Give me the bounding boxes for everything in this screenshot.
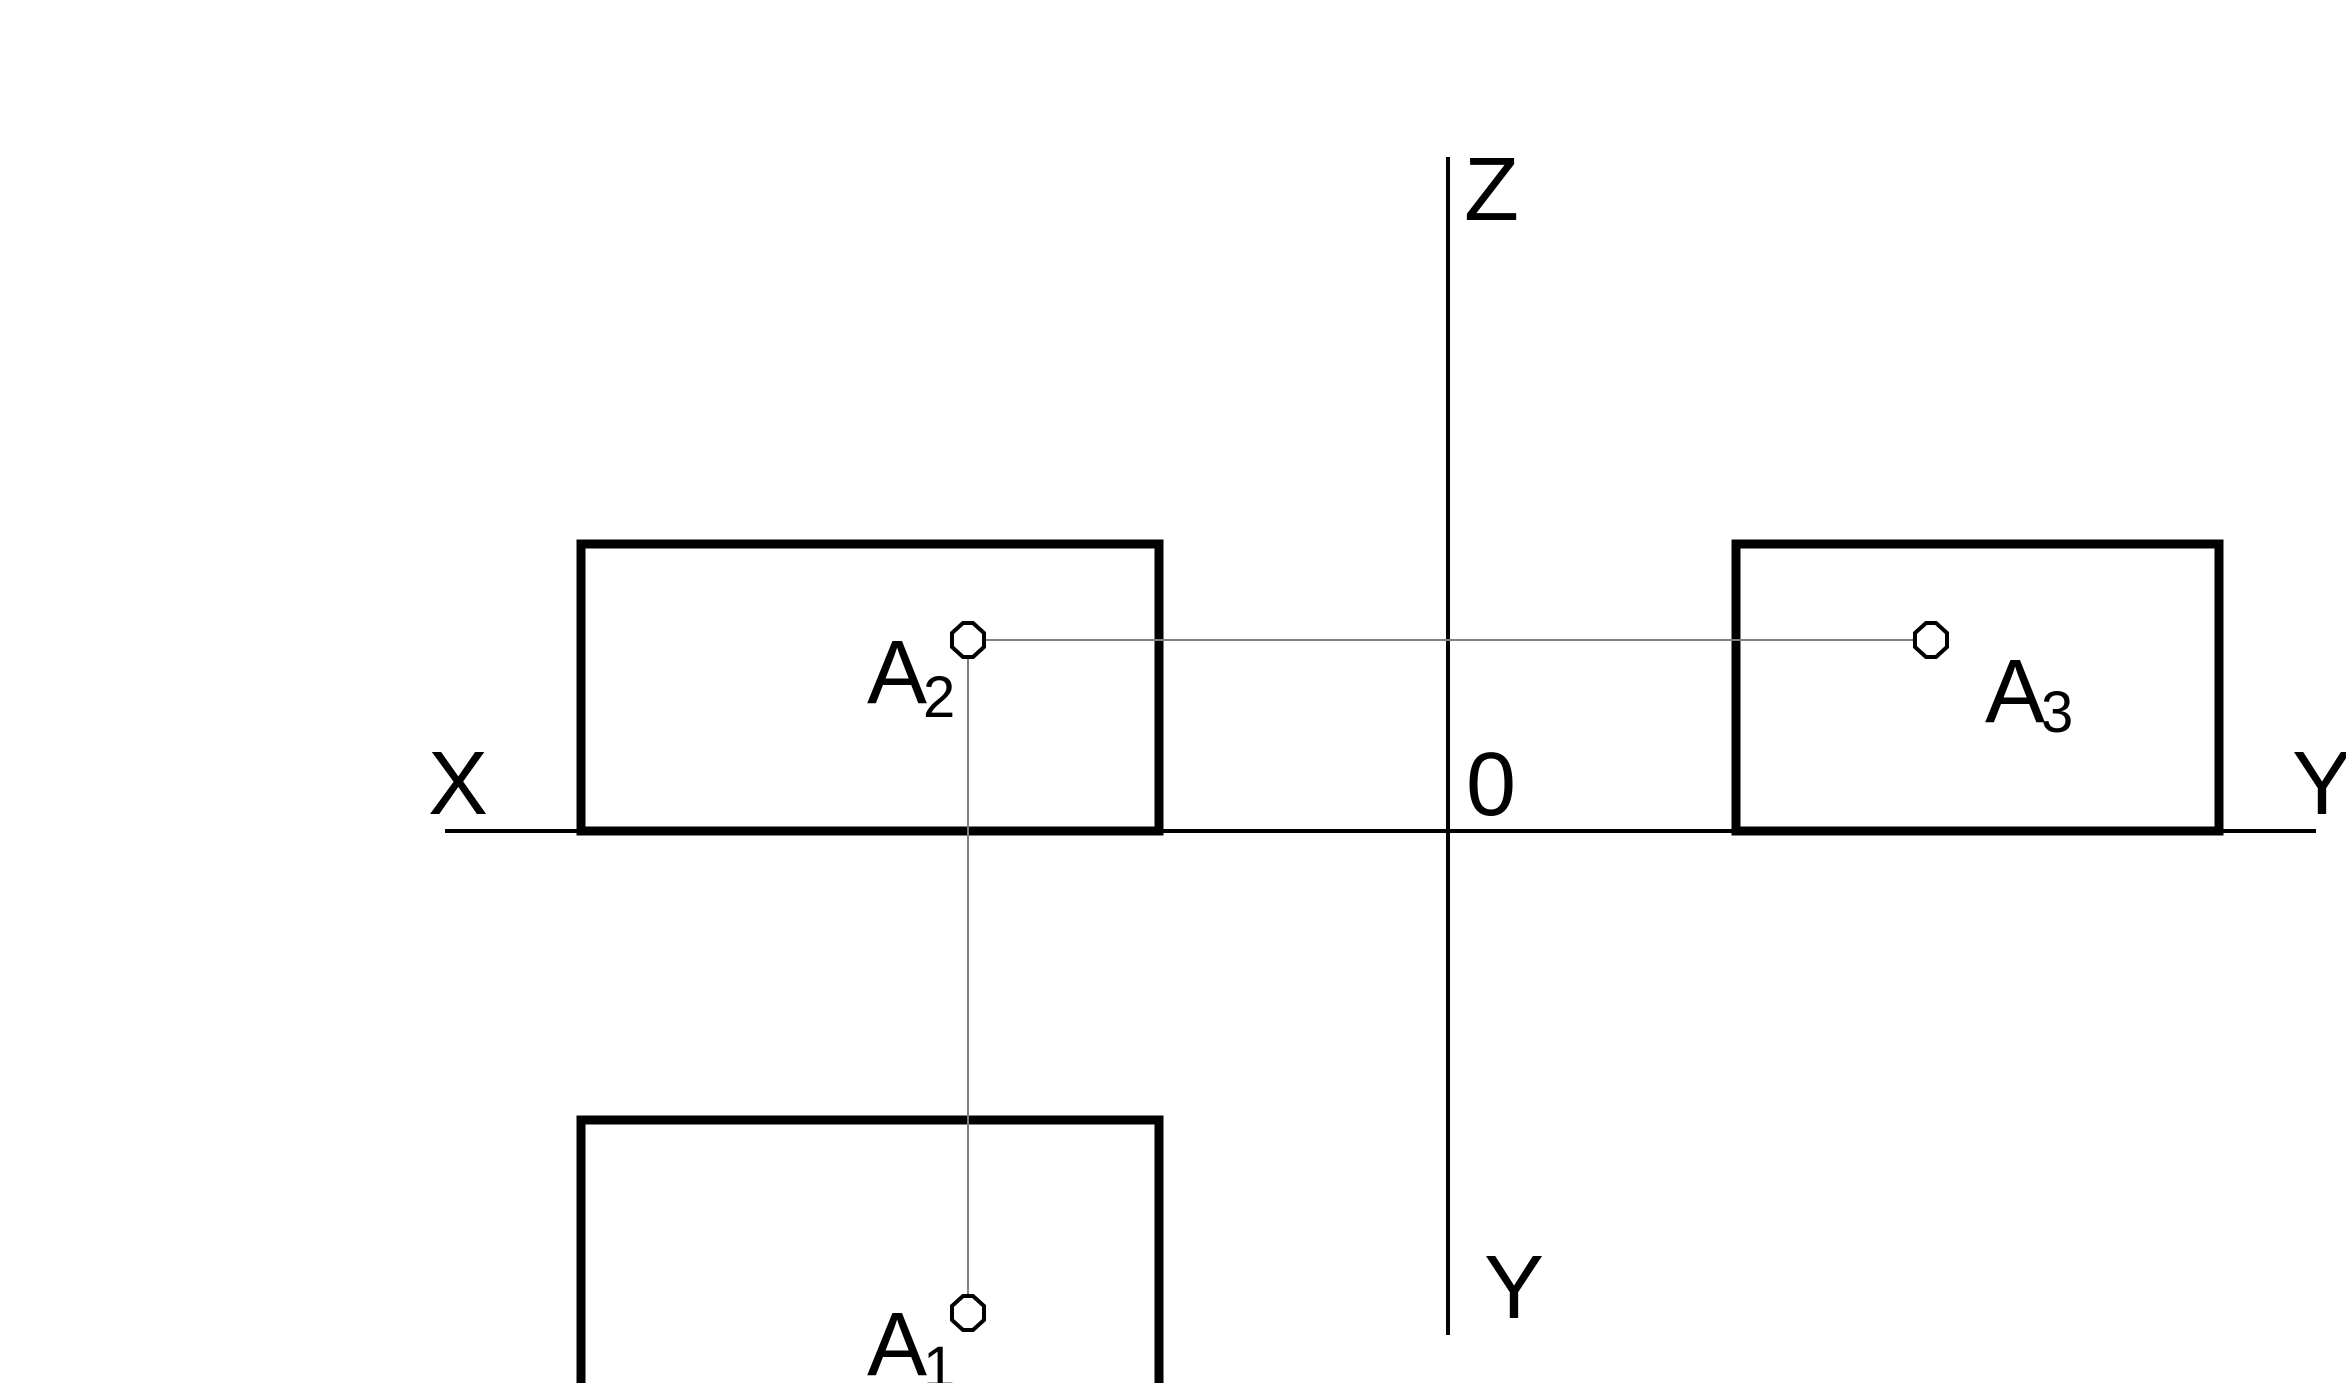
point-a1-marker [950, 1294, 986, 1332]
side-view-rectangle [1731, 539, 2224, 836]
point-a3-marker [1913, 621, 1949, 659]
x-axis-label: X [428, 734, 488, 834]
point-a3-label: A3 [1985, 642, 2073, 745]
point-a2-letter: A [867, 623, 927, 723]
point-a2-label: A2 [867, 623, 955, 730]
point-a1-label: A1 [867, 1295, 955, 1383]
point-a3-letter: A [1985, 642, 2045, 742]
point-a2-marker [950, 621, 986, 659]
origin-label: 0 [1466, 735, 1516, 835]
front-view-rectangle [576, 539, 1164, 836]
point-a3-subscript: 3 [2041, 680, 2073, 745]
z-axis-label: Z [1464, 140, 1519, 240]
point-a1-letter: A [867, 1295, 927, 1383]
y-axis-right-label: Y [2292, 734, 2346, 834]
point-a2-subscript: 2 [923, 665, 955, 730]
top-view-rectangle [576, 1115, 1164, 1383]
point-a1-subscript: 1 [923, 1335, 955, 1383]
y-axis-down-label: Y [1484, 1238, 1544, 1338]
